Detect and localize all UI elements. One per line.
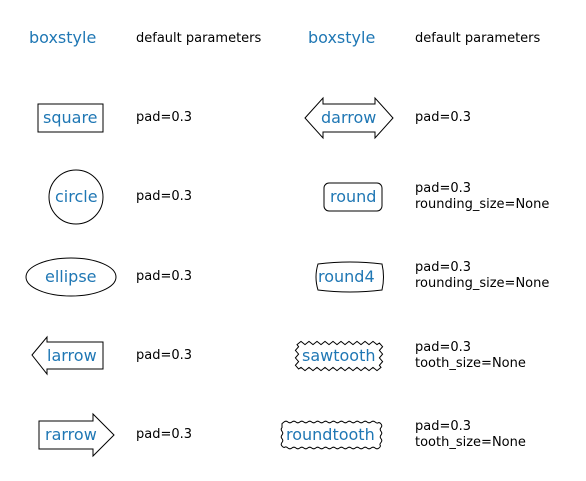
darrow-param-line: pad=0.3 [415, 110, 472, 125]
rarrow-params: pad=0.3 [136, 427, 192, 443]
ellipse-box-shape [25, 257, 117, 297]
rarrow-label: rarrow [45, 425, 97, 444]
round-label: round [330, 187, 377, 206]
ellipse-label: ellipse [45, 267, 97, 286]
round-box-shape [323, 182, 383, 212]
round4-param-line-2: rounding_size=None [415, 276, 550, 291]
square-params: pad=0.3 [136, 110, 192, 126]
circle-params: pad=0.3 [136, 189, 192, 205]
header-boxstyle-right: boxstyle [308, 28, 376, 47]
ellipse-params: pad=0.3 [136, 269, 192, 285]
sawtooth-param-line-1: pad=0.3 [415, 340, 472, 355]
round4-box-shape [315, 261, 384, 293]
header-default-parameters-right: default parameters [415, 31, 541, 46]
ellipse-param-line: pad=0.3 [136, 269, 193, 284]
square-param-line: pad=0.3 [136, 110, 193, 125]
rarrow-box-shape [38, 412, 115, 458]
round4-label: round4 [318, 267, 375, 286]
larrow-param-line: pad=0.3 [136, 348, 193, 363]
header-default-parameters-left: default parameters [136, 31, 262, 46]
header-boxstyle-left: boxstyle [29, 28, 97, 47]
circle-param-line: pad=0.3 [136, 189, 193, 204]
larrow-label: larrow [47, 346, 97, 365]
square-box-shape [37, 103, 104, 133]
roundtooth-param-line-2: tooth_size=None [415, 435, 526, 450]
sawtooth-box-shape [294, 340, 384, 372]
darrow-label: darrow [321, 108, 377, 127]
round-param-line-1: pad=0.3 [415, 181, 472, 196]
round4-param-line-1: pad=0.3 [415, 260, 472, 275]
larrow-params: pad=0.3 [136, 348, 192, 364]
roundtooth-label: roundtooth [286, 425, 375, 444]
square-label: square [43, 108, 98, 127]
roundtooth-param-line-1: pad=0.3 [415, 419, 472, 434]
larrow-box-shape [31, 335, 104, 376]
sawtooth-label: sawtooth [302, 346, 376, 365]
circle-box-shape [48, 169, 104, 225]
rarrow-param-line: pad=0.3 [136, 427, 193, 442]
roundtooth-box-shape [280, 420, 383, 450]
circle-label: circle [55, 187, 98, 206]
round-param-line-2: rounding_size=None [415, 197, 550, 212]
sawtooth-param-line-2: tooth_size=None [415, 356, 526, 371]
darrow-params: pad=0.3 [415, 110, 471, 126]
darrow-box-shape [304, 96, 394, 140]
